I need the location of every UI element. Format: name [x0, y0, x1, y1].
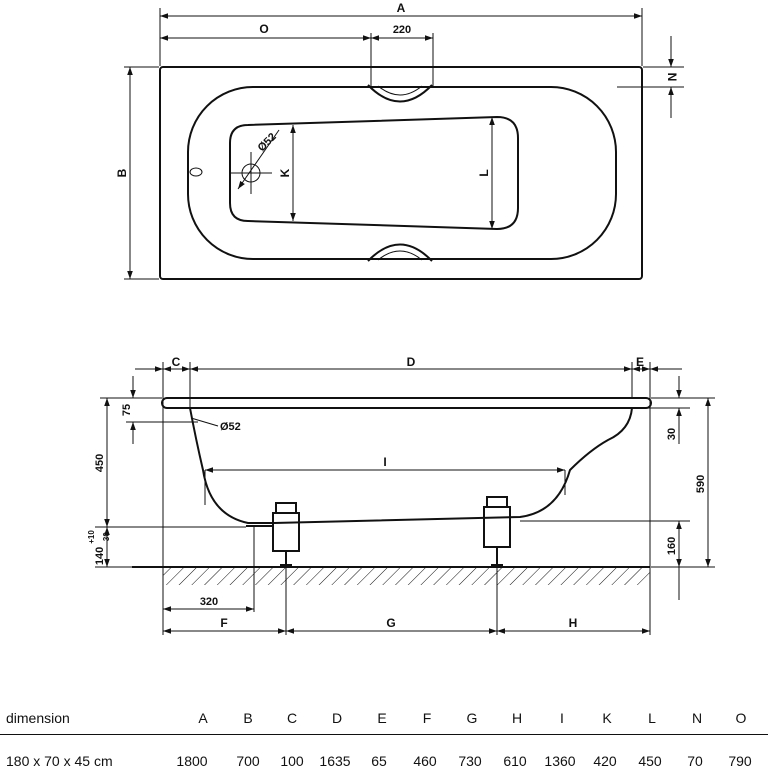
overflow-icon [189, 167, 203, 177]
table-cell: 730 [458, 753, 482, 769]
table-cell: 610 [503, 753, 527, 769]
table-header-cell: K [602, 710, 612, 726]
table-divider [0, 734, 768, 735]
table-cell: 70 [687, 753, 703, 769]
table-header-cell: L [648, 710, 656, 726]
dimension-label-D: D [407, 355, 416, 369]
table-cell: 100 [280, 753, 304, 769]
table-row: 180 x 70 x 45 cm 1800 700 100 1635 65 46… [0, 753, 768, 775]
dimension-label-C: C [172, 355, 181, 369]
dimension-label-75: 75 [121, 404, 133, 416]
table-header-label: dimension [6, 710, 70, 726]
tolerance-minus-label: -30 [102, 532, 111, 544]
dimension-label-140: 140 [94, 547, 106, 565]
table-row-label: 180 x 70 x 45 cm [6, 753, 113, 769]
table-header-cell: I [560, 710, 564, 726]
dimension-label-320: 320 [200, 596, 218, 608]
tub-inner-basin [187, 86, 617, 260]
drain-icon [230, 129, 280, 194]
floor-hatching [163, 567, 650, 585]
tub-outer-rim [159, 66, 643, 280]
top-handle-inner [377, 85, 423, 96]
dimension-label-B: B [115, 168, 129, 177]
table-cell: 1360 [544, 753, 576, 769]
table-header-cell: A [198, 710, 208, 726]
table-cell: 420 [593, 753, 617, 769]
table-header-cell: G [466, 710, 478, 726]
table-header-cell: C [286, 710, 298, 726]
table-header-row: dimension A B C D E F G H I K L N O [0, 710, 768, 732]
top-view: Ø52 A O 220 N B K L [115, 1, 684, 280]
dimension-label-I: I [383, 455, 386, 469]
table-cell: 450 [638, 753, 662, 769]
dimension-label-450: 450 [94, 454, 106, 472]
table-header-cell: D [331, 710, 343, 726]
dimension-label-G: G [386, 616, 395, 630]
table-cell: 1800 [176, 753, 208, 769]
dimension-label-N: N [665, 73, 679, 82]
drain-leader-line [190, 417, 219, 427]
table-header-cell: B [243, 710, 253, 726]
dimension-label-30: 30 [666, 428, 678, 440]
top-handle [367, 84, 433, 103]
dimension-label-L: L [477, 169, 491, 176]
dimension-label-K: K [278, 168, 292, 177]
dimension-label-A: A [397, 1, 406, 15]
bottom-handle [367, 243, 433, 262]
bottom-handle-inner [377, 250, 423, 261]
dimension-label-E: E [636, 355, 644, 369]
table-cell: 1635 [319, 753, 351, 769]
side-tub-body [189, 407, 633, 524]
table-header-cell: O [735, 710, 747, 726]
side-view: C D E 75 Ø52 450 140 +10 -30 I [87, 355, 715, 635]
dimension-label-590: 590 [695, 475, 707, 493]
table-header-cell: H [511, 710, 523, 726]
table-cell: 460 [413, 753, 437, 769]
dimension-label-220: 220 [393, 24, 411, 36]
side-drain-diameter-label: Ø52 [220, 421, 241, 433]
bathtub-technical-drawing: Ø52 A O 220 N B K L [87, 1, 715, 635]
table-cell: 65 [371, 753, 387, 769]
dimension-label-O: O [259, 22, 268, 36]
table-cell: 790 [728, 753, 752, 769]
table-cell: 700 [236, 753, 260, 769]
table-header-cell: F [422, 710, 432, 726]
dimension-label-F: F [220, 616, 227, 630]
support-leg-left [272, 502, 300, 566]
tub-floor-outline [229, 115, 519, 231]
tolerance-plus-label: +10 [87, 530, 96, 544]
dimension-label-H: H [569, 616, 578, 630]
side-rim [161, 397, 652, 409]
table-header-cell: N [691, 710, 703, 726]
support-leg-right [483, 496, 511, 566]
table-header-cell: E [377, 710, 387, 726]
dimension-label-160: 160 [666, 537, 678, 555]
